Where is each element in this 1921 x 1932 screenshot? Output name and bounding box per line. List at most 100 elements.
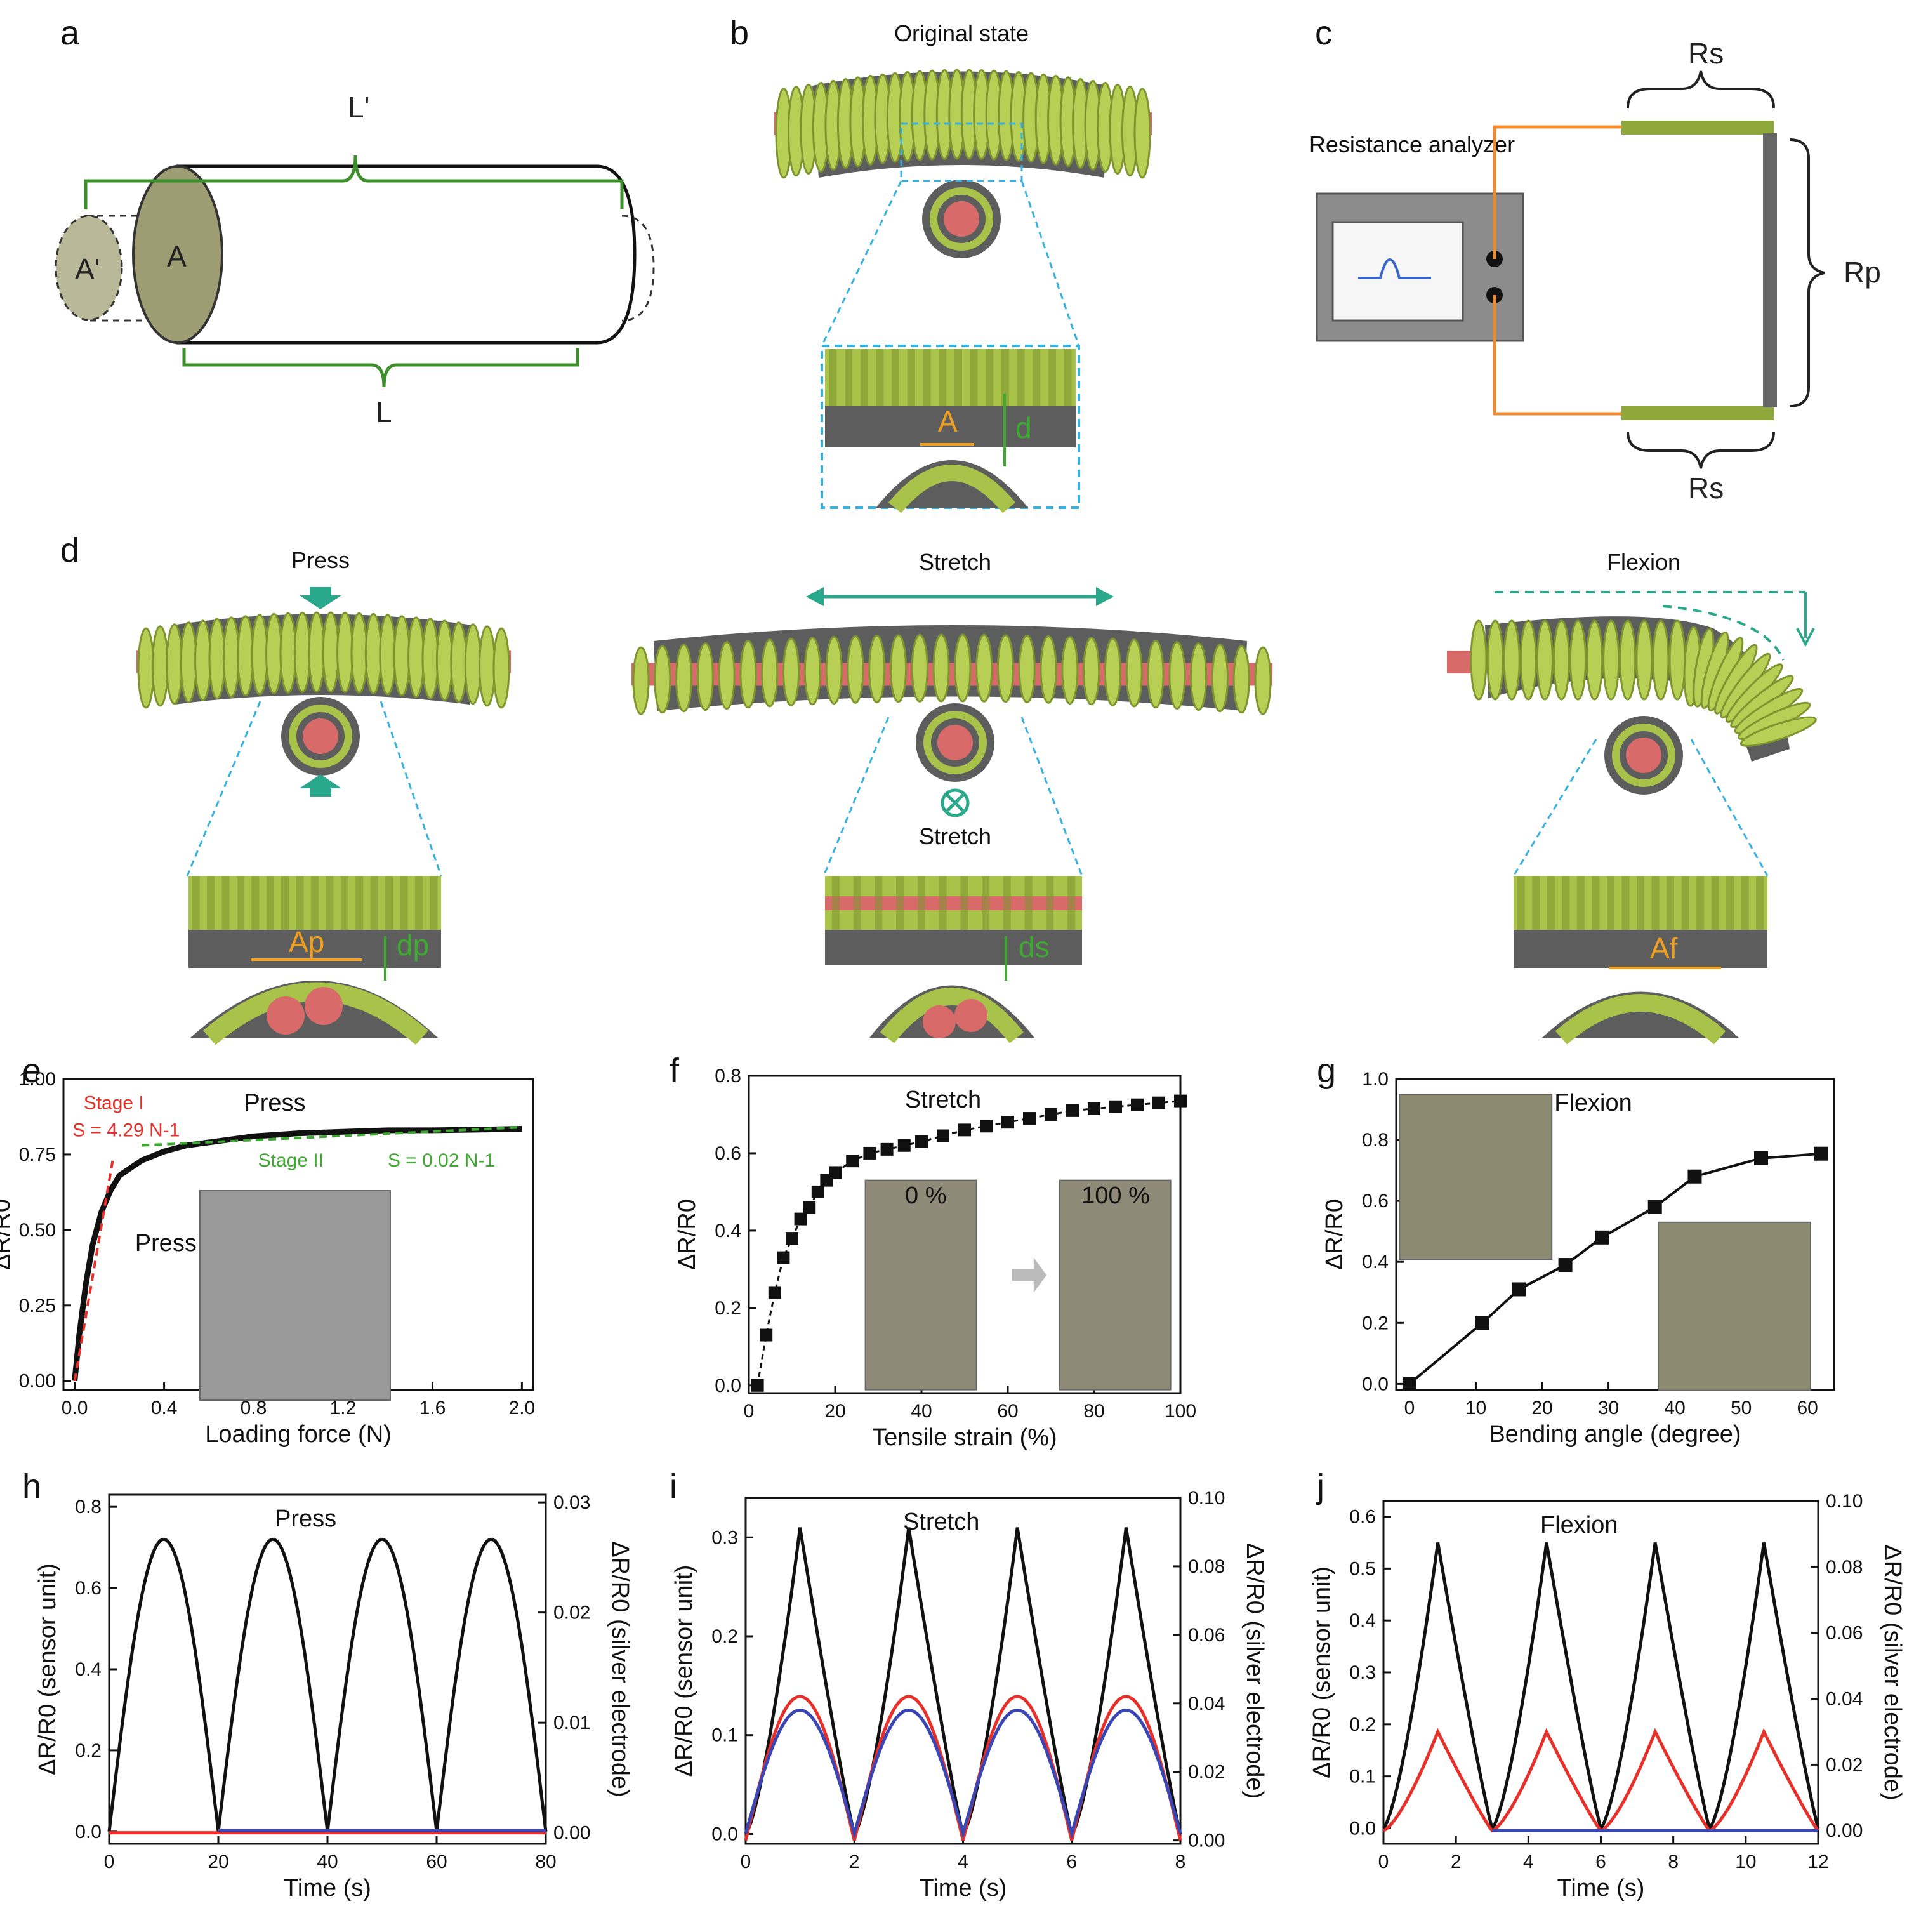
rib <box>385 876 393 930</box>
x-tick-label: 30 <box>1598 1398 1619 1419</box>
coil-turn <box>279 612 297 694</box>
rib <box>414 876 423 930</box>
x-tick-label: 6 <box>1595 1851 1606 1872</box>
panel-label-g: g <box>1317 1052 1336 1090</box>
press-spring-coil <box>136 611 511 709</box>
y-tick-label: 0.1 <box>1349 1766 1376 1787</box>
rib <box>281 876 289 930</box>
y-tick-label: 0.0 <box>1362 1373 1389 1394</box>
coil-turn <box>847 635 864 704</box>
y-tick-label: 0.00 <box>19 1371 56 1392</box>
x-tick-label: 4 <box>1523 1851 1534 1872</box>
analyzer-label-line1: Resistance analyzer <box>1309 131 1515 157</box>
data-point <box>1754 1151 1768 1165</box>
panel-label-d: d <box>60 531 79 569</box>
silver-electrode-top <box>1621 121 1774 135</box>
stretch-state: Stretch Stretch ds <box>631 549 1272 1043</box>
series-sensor <box>1382 1542 1820 1832</box>
data-point <box>980 1120 993 1133</box>
coil-turn <box>1739 716 1817 747</box>
data-point <box>1152 1096 1165 1109</box>
y-tick-label: 0.3 <box>1349 1662 1376 1683</box>
title-flexion: Flexion <box>1607 549 1680 575</box>
rib <box>986 349 994 406</box>
y-tick-label: 0.6 <box>75 1578 102 1599</box>
coil-turn <box>1168 641 1186 710</box>
data-point <box>829 1166 842 1179</box>
coil-turn <box>1211 644 1229 713</box>
coil-turn <box>890 634 908 703</box>
inset-photo-0 <box>864 1179 977 1391</box>
x-tick-label: 60 <box>426 1851 447 1872</box>
x-tick-label: 1.6 <box>419 1398 446 1419</box>
press-arrow-up <box>300 774 341 797</box>
x-tick-label: 80 <box>535 1851 556 1872</box>
series-silver-red <box>1383 1728 1819 1833</box>
rib <box>853 876 861 930</box>
rib <box>831 876 840 930</box>
rib <box>1001 349 1009 406</box>
zoom-region <box>900 122 1023 182</box>
inset-photo <box>199 1190 391 1401</box>
rib <box>1576 876 1585 930</box>
label-a-zoom: A <box>938 405 958 438</box>
brace-rs-bottom <box>1627 431 1775 469</box>
rib <box>1046 876 1054 930</box>
x-tick-label: 10 <box>1465 1398 1486 1419</box>
plot-frame <box>744 1497 1182 1845</box>
x-tick-label: 2 <box>849 1851 860 1872</box>
x-tick-label: 2 <box>1451 1851 1462 1872</box>
x-tick-label: 40 <box>911 1401 932 1422</box>
rib <box>1592 876 1600 930</box>
coil-turn <box>718 641 736 710</box>
coil-turn <box>237 615 254 697</box>
panel-b: b Original state A d <box>730 14 1152 513</box>
inset-photo-straight <box>1399 1094 1553 1260</box>
x-tick-label: 1.2 <box>330 1398 357 1419</box>
coil-turn <box>1668 619 1686 701</box>
x-tick-label: 4 <box>958 1851 968 1872</box>
y-axis-label: ΔR/R0 <box>1321 1199 1348 1270</box>
rib <box>923 349 931 406</box>
panel-label-f: f <box>670 1052 680 1090</box>
data-point <box>1045 1108 1057 1121</box>
y-tick-label: 1.00 <box>19 1069 56 1090</box>
coil-turn <box>932 633 950 703</box>
data-point <box>751 1379 764 1392</box>
x-tick-label: 0.0 <box>62 1398 88 1419</box>
label-l-prime: L' <box>348 91 369 124</box>
coil-turn <box>421 618 439 699</box>
sensor-unit <box>1763 133 1777 407</box>
rib <box>875 876 883 930</box>
coil-turn <box>868 634 886 703</box>
data-point <box>1174 1094 1187 1108</box>
coil-turn <box>1125 638 1143 708</box>
rib <box>1067 876 1076 930</box>
coil-turn <box>911 633 928 703</box>
coil-turn <box>435 619 453 701</box>
rib <box>1637 876 1644 930</box>
rib <box>939 349 947 406</box>
brace-rp <box>1789 138 1825 407</box>
label-rs-top: Rs <box>1688 37 1724 70</box>
rib <box>1651 876 1660 930</box>
y2-axis-label: ΔR/R0 (silver electrode) <box>1879 1544 1906 1800</box>
rib <box>1696 876 1705 930</box>
rib <box>1681 876 1689 930</box>
rib <box>370 876 378 930</box>
coil-turn <box>632 646 650 715</box>
y-tick-label: 0.0 <box>711 1823 738 1844</box>
x-tick-label: 0 <box>1378 1851 1389 1872</box>
x-tick-label: 60 <box>1797 1398 1818 1419</box>
x-tick-label: 50 <box>1731 1398 1752 1419</box>
coil-turn <box>1486 619 1504 701</box>
label-dp: dp <box>397 929 429 962</box>
rib <box>400 876 408 930</box>
y2-tick-label: 0.01 <box>553 1712 590 1733</box>
y-tick-label: 0.2 <box>1349 1714 1376 1735</box>
coil-turn <box>1586 619 1604 701</box>
coil-turn <box>739 640 757 709</box>
press-state: Press Ap dp <box>136 547 511 1045</box>
